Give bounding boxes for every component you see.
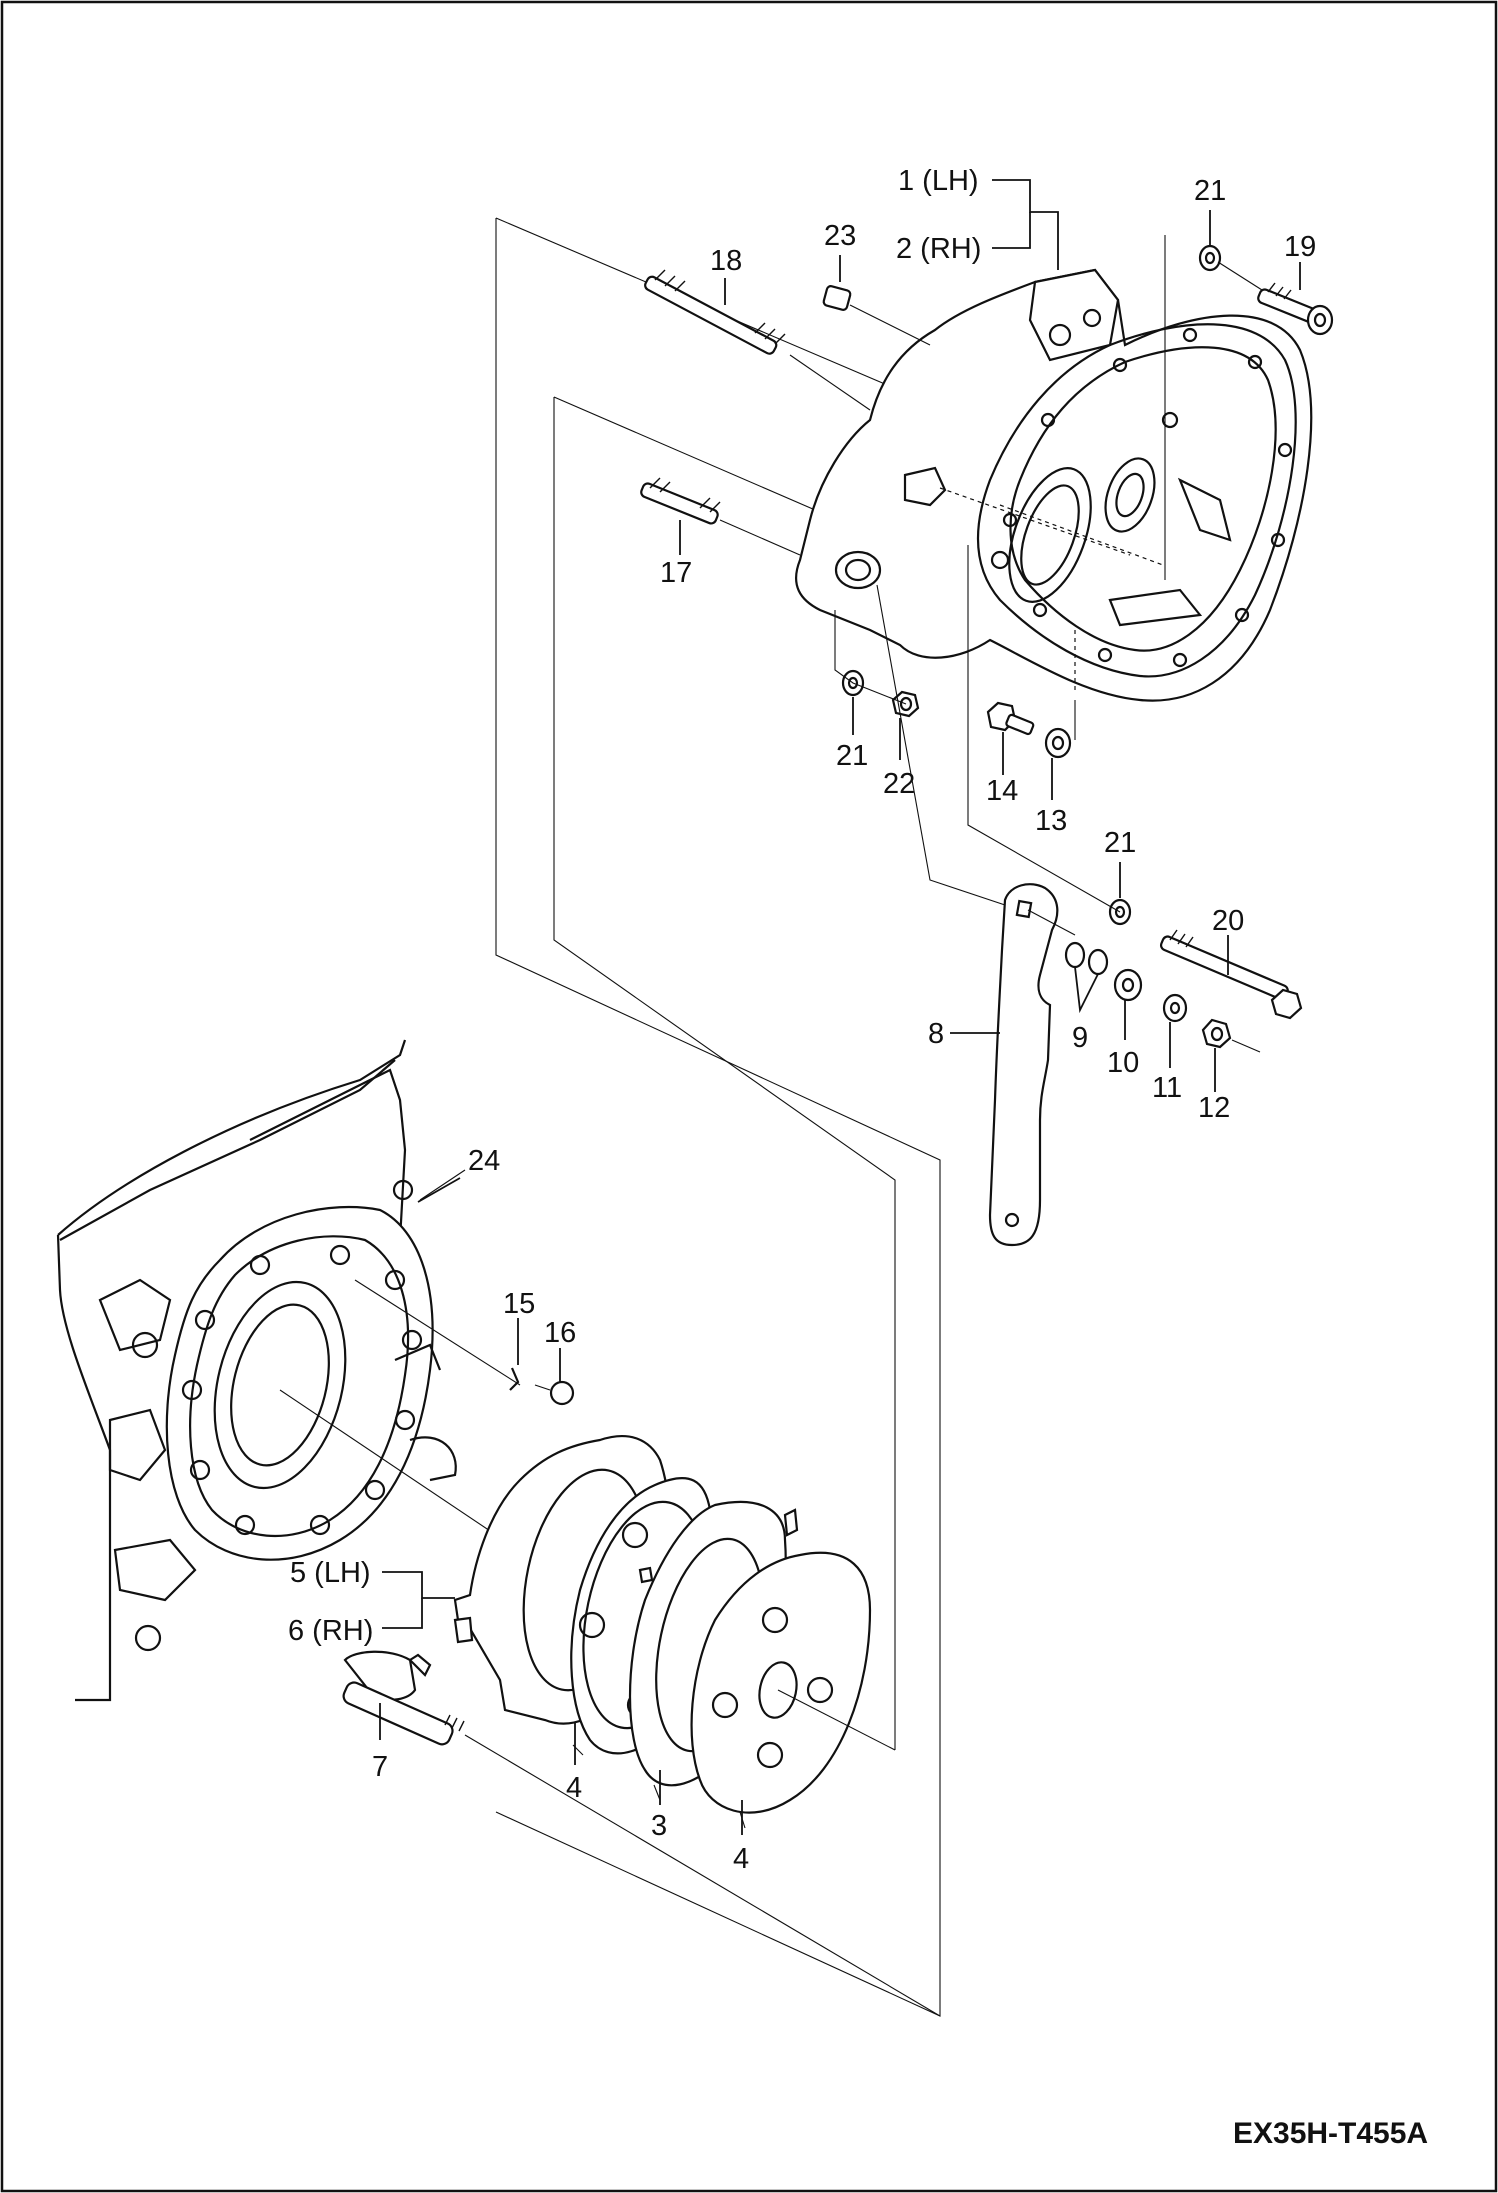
callout-10: 10 — [1107, 1047, 1139, 1079]
brake-lever-part-8 — [988, 883, 1076, 1247]
callout-labels: 1 (LH) 2 (RH) 23 18 21 19 17 21 22 14 13… — [288, 165, 1316, 1875]
callout-3: 3 — [651, 1810, 667, 1842]
callout-5-lh: 5 (LH) — [290, 1557, 371, 1589]
washer-part-10 — [1113, 968, 1143, 1002]
lock-washer-part-11 — [1162, 993, 1188, 1023]
anchor-bolt-part-7 — [342, 1650, 941, 2017]
callout-12: 12 — [1198, 1092, 1230, 1124]
callout-22: 22 — [883, 768, 915, 800]
steel-ball-part-16 — [534, 1380, 575, 1406]
snap-pin-part-15 — [509, 1367, 520, 1391]
callout-24: 24 — [468, 1145, 500, 1177]
callout-8: 8 — [928, 1018, 944, 1050]
callout-14: 14 — [986, 775, 1018, 807]
callout-16: 16 — [544, 1317, 576, 1349]
callout-4-second: 4 — [733, 1843, 749, 1875]
callout-21-lever: 21 — [1104, 827, 1136, 859]
callout-17: 17 — [660, 557, 692, 589]
leader-lines — [379, 179, 1301, 1835]
bolt-part-14 — [986, 701, 1035, 736]
callout-6-rh: 6 (RH) — [288, 1615, 373, 1647]
stud-bolt-part-18 — [644, 269, 871, 411]
brake-housing-part-1-2 — [795, 268, 1313, 702]
nut-part-12 — [1201, 1018, 1261, 1053]
callout-4-first: 4 — [566, 1772, 582, 1804]
callout-21-top: 21 — [1194, 175, 1226, 207]
callout-15: 15 — [503, 1288, 535, 1320]
callout-2-rh: 2 (RH) — [896, 233, 981, 265]
callout-18: 18 — [710, 245, 742, 277]
lever-guide-line — [876, 584, 1006, 906]
callout-9: 9 — [1072, 1022, 1088, 1054]
dowel-pin-part-23 — [822, 285, 931, 346]
callout-13: 13 — [1035, 805, 1067, 837]
friction-disc-part-4-second — [690, 1551, 896, 1829]
callout-11: 11 — [1152, 1072, 1182, 1104]
callout-21-left: 21 — [836, 740, 868, 772]
bolt-part-19 — [1257, 282, 1334, 336]
callout-23: 23 — [824, 220, 856, 252]
drawing-code: EX35H-T455A — [1233, 2117, 1428, 2150]
cone-washer-part-9 — [1064, 941, 1109, 976]
callout-20: 20 — [1212, 905, 1244, 937]
washer-part-13 — [1044, 700, 1076, 759]
callout-7: 7 — [372, 1751, 388, 1783]
callout-19: 19 — [1284, 231, 1316, 263]
washer-part-21-top — [1164, 235, 1263, 580]
stud-bolt-part-17 — [640, 477, 801, 556]
callout-1-lh: 1 (LH) — [898, 165, 979, 197]
washer-part-21-lever — [967, 545, 1132, 926]
